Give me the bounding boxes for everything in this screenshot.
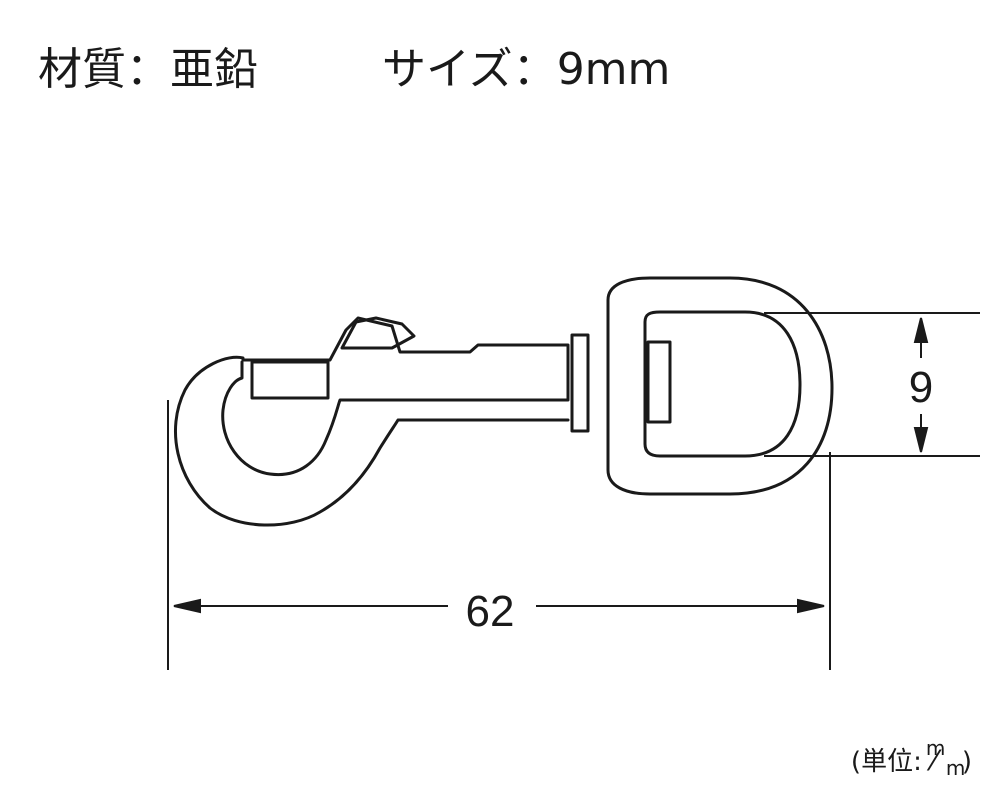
swivel-ring-outer — [606, 276, 834, 496]
size-label: サイズ — [382, 44, 513, 95]
hook-outline — [173, 316, 570, 527]
length-value: 62 — [466, 587, 515, 636]
size-spec: サイズ：9mm — [382, 40, 670, 100]
unit-separator: : — [913, 747, 922, 777]
unit-fraction: m⁄m — [922, 736, 966, 780]
unit-slash: ⁄ — [931, 744, 937, 777]
latch-tab — [340, 316, 416, 350]
size-value: 9mm — [556, 44, 671, 95]
material-spec: 材質：亜鉛 — [38, 40, 258, 100]
ring-width-value: 9 — [909, 363, 933, 412]
material-label: 材質 — [38, 44, 126, 95]
material-separator: ： — [126, 44, 170, 95]
swivel-collar — [570, 333, 590, 433]
unit-open-paren: ( — [850, 747, 862, 777]
hook-slot — [250, 360, 330, 400]
width-arrow-bottom — [913, 427, 929, 453]
length-arrow-right — [797, 598, 825, 614]
material-value: 亜鉛 — [170, 44, 258, 95]
length-arrow-left — [173, 598, 201, 614]
unit-denominator: m — [945, 756, 966, 780]
unit-note: (単位:m⁄m) — [850, 736, 972, 780]
swivel-ring-inner — [643, 310, 802, 458]
ring-bar — [646, 340, 672, 424]
size-separator: ： — [512, 44, 557, 95]
unit-close-paren: ) — [961, 747, 972, 777]
unit-numerator: m — [925, 736, 946, 760]
unit-label: 単位 — [861, 747, 914, 777]
width-arrow-top — [913, 317, 929, 343]
